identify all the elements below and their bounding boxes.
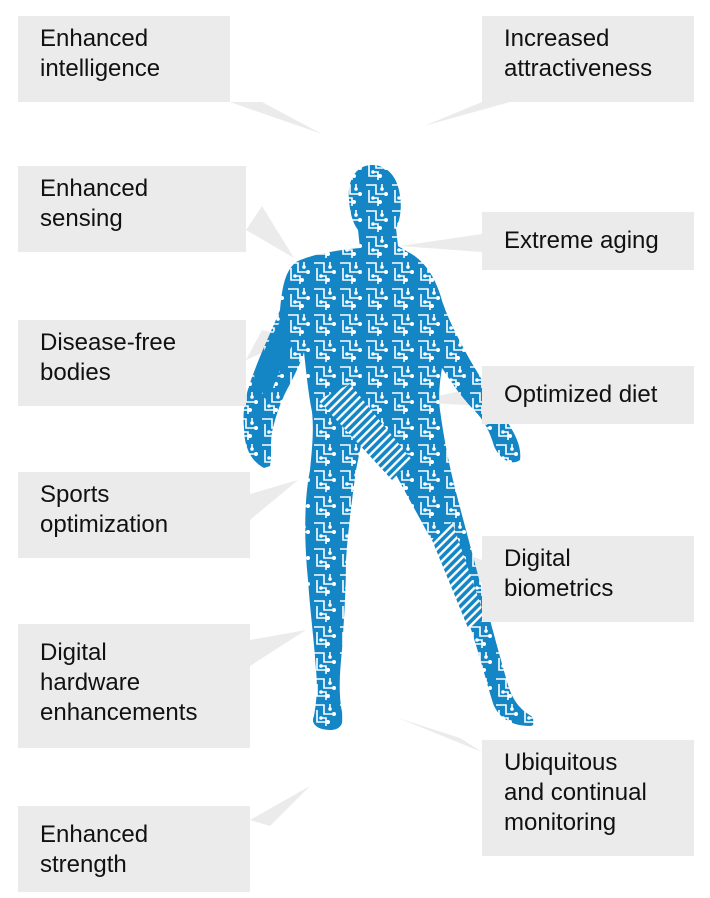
label-ubiquitous-monitoring: Ubiquitous and continual monitoring (482, 740, 694, 856)
pointer-digital-hardware (250, 630, 306, 666)
label-digital-hardware-enhancements: Digital hardware enhancements (18, 624, 250, 748)
label-text: Digital hardware enhancements (40, 639, 198, 726)
label-text: Sports optimization (40, 481, 169, 538)
circuit-human-figure-icon (243, 165, 535, 730)
label-text: Optimized diet (504, 381, 658, 408)
label-text: Enhanced strength (40, 821, 149, 878)
pointer-enhanced-strength (250, 786, 310, 826)
label-text: Enhanced sensing (40, 175, 149, 232)
label-text: Digital biometrics (504, 545, 614, 602)
label-disease-free-bodies: Disease-free bodies (18, 320, 246, 406)
pointer-extreme-aging (400, 234, 482, 252)
pointer-enhanced-sensing (246, 206, 294, 258)
pointer-ubiquitous-monitoring (398, 718, 482, 752)
pointer-sports-optimization (250, 480, 298, 520)
label-text: Ubiquitous and continual monitoring (504, 749, 647, 836)
label-optimized-diet: Optimized diet (482, 366, 694, 424)
label-digital-biometrics: Digital biometrics (482, 536, 694, 622)
label-enhanced-sensing: Enhanced sensing (18, 166, 246, 252)
label-enhanced-intelligence: Enhanced intelligence (18, 16, 230, 102)
label-text: Disease-free bodies (40, 329, 177, 386)
label-extreme-aging: Extreme aging (482, 212, 694, 270)
label-text: Enhanced intelligence (40, 25, 161, 82)
label-increased-attractiveness: Increased attractiveness (482, 16, 694, 102)
label-enhanced-strength: Enhanced strength (18, 806, 250, 892)
label-sports-optimization: Sports optimization (18, 472, 250, 558)
pointer-enhanced-intelligence (230, 102, 322, 134)
label-text: Increased attractiveness (504, 25, 653, 82)
label-text: Extreme aging (504, 227, 659, 254)
pointer-increased-attractiveness (424, 102, 510, 126)
